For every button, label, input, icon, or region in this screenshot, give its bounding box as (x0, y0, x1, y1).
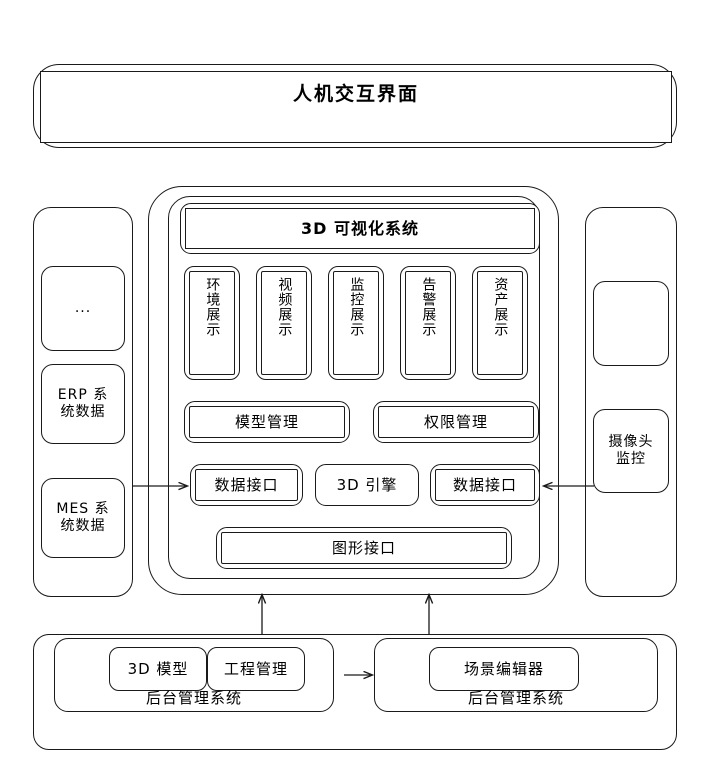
data-source-label: MES 系 统数据 (56, 500, 110, 535)
display-module-label: 环境展示 (204, 277, 221, 337)
display-module-asset[interactable]: 资产展示 (472, 266, 528, 380)
project-management-label: 工程管理 (223, 659, 288, 678)
data-interface-left-box[interactable]: 数据接口 (190, 464, 303, 506)
backend-right-caption: 后台管理系统 (467, 689, 564, 707)
display-module-environment[interactable]: 环境展示 (184, 266, 240, 380)
scene-editor-box[interactable]: 场景编辑器 (429, 647, 579, 691)
model-management-box[interactable]: 模型管理 (184, 401, 350, 443)
engine-3d-box[interactable]: 3D 引擎 (315, 464, 419, 506)
visualization-system-label: 3D 可视化系统 (301, 218, 419, 238)
data-source-ellipsis-box[interactable]: ... (41, 266, 125, 351)
data-source-mes-box[interactable]: MES 系 统数据 (41, 478, 125, 558)
display-module-monitoring[interactable]: 监控展示 (328, 266, 384, 380)
data-source-label: ERP 系 统数据 (57, 386, 109, 421)
backend-right-panel: 场景编辑器 后台管理系统 (374, 638, 658, 712)
graphics-interface-label: 图形接口 (331, 538, 396, 557)
display-module-label: 视频展示 (276, 277, 293, 337)
data-source-label: ... (74, 299, 92, 316)
core-system-inner-frame (168, 196, 540, 579)
display-module-label: 监控展示 (348, 277, 365, 337)
banner-inner-frame (40, 71, 672, 143)
backend-left-panel: 3D 模型 工程管理 后台管理系统 (54, 638, 334, 712)
human-machine-interface-banner: 人机交互界面 (33, 64, 677, 148)
data-interface-right-box[interactable]: 数据接口 (430, 464, 540, 506)
graphics-interface-box[interactable]: 图形接口 (216, 527, 512, 569)
device-source-label: 摄像头 监控 (608, 433, 654, 468)
banner-title: 人机交互界面 (292, 83, 419, 106)
display-module-alarm[interactable]: 告警展示 (400, 266, 456, 380)
device-source-camera-box[interactable]: 摄像头 监控 (593, 409, 669, 493)
device-source-column (585, 207, 677, 597)
scene-editor-label: 场景编辑器 (463, 659, 544, 678)
device-source-empty-box[interactable] (593, 281, 669, 366)
permission-management-label: 权限管理 (423, 412, 488, 431)
engine-3d-label: 3D 引擎 (336, 475, 398, 494)
project-management-box[interactable]: 工程管理 (207, 647, 305, 691)
permission-management-box[interactable]: 权限管理 (373, 401, 539, 443)
data-interface-label: 数据接口 (214, 475, 279, 494)
data-source-erp-box[interactable]: ERP 系 统数据 (41, 364, 125, 444)
visualization-system-box[interactable]: 3D 可视化系统 (180, 203, 540, 254)
display-module-label: 资产展示 (492, 277, 509, 337)
backend-left-caption: 后台管理系统 (145, 689, 242, 707)
model-management-label: 模型管理 (234, 412, 299, 431)
model-3d-label: 3D 模型 (127, 659, 189, 678)
data-interface-label: 数据接口 (452, 475, 517, 494)
display-module-video[interactable]: 视频展示 (256, 266, 312, 380)
display-module-label: 告警展示 (420, 277, 437, 337)
model-3d-box[interactable]: 3D 模型 (109, 647, 207, 691)
